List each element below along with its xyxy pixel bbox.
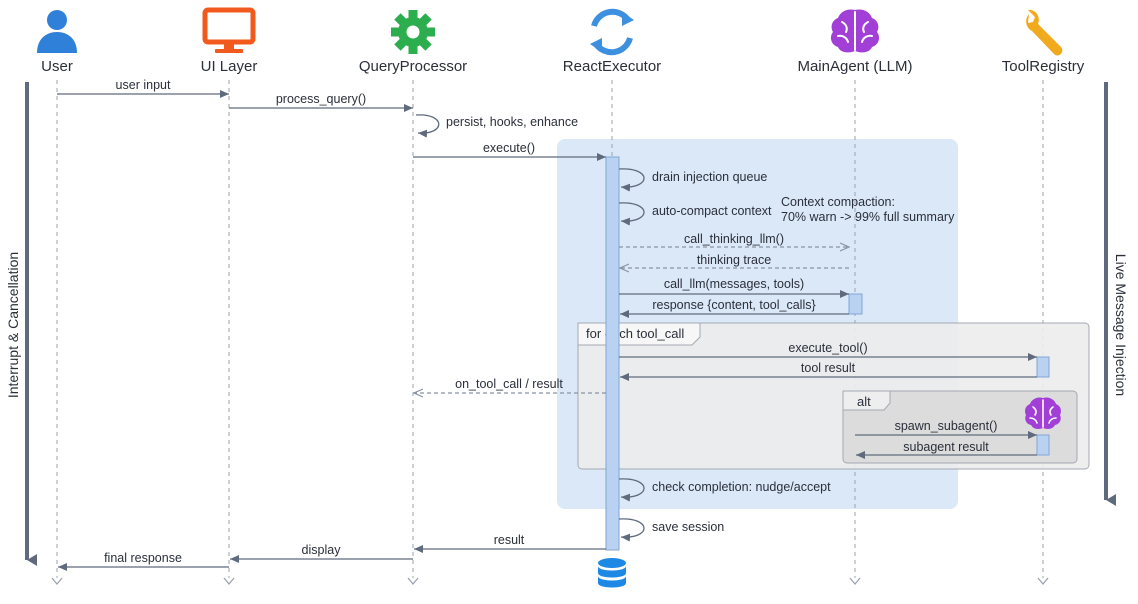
alt-frame: alt [842,390,1078,464]
message-execute-tool: execute_tool() [619,341,1037,361]
subagent-brain-icon [1025,397,1061,429]
database-icon [598,558,626,588]
message-response: response {content, tool_calls} [620,298,849,318]
message-on-tool-call: on_tool_call / result [414,377,606,393]
chevron-down-icon [1037,577,1049,586]
interrupt-cancellation-label: Interrupt & Cancellation [5,252,21,398]
message-spawn-subagent: spawn_subagent() [855,419,1037,439]
chevron-down-icon [849,577,861,586]
message-final-response: final response [58,551,229,571]
svg-text:user input: user input [116,78,171,92]
chevron-down-icon [51,577,63,586]
lifeline-end-chevrons [51,577,1049,586]
message-user-input: user input [57,78,229,98]
svg-text:save session: save session [652,520,724,534]
brain-icon [830,9,880,53]
participant-ui-layer: UI Layer [201,58,258,75]
activation-main-agent [848,293,863,315]
svg-text:auto-compact context: auto-compact context [652,204,772,218]
svg-text:persist, hooks, enhance: persist, hooks, enhance [446,115,578,129]
refresh-icon [590,8,634,56]
gear-icon [391,10,435,54]
svg-text:call_llm(messages, tools): call_llm(messages, tools) [664,277,804,291]
svg-text:result: result [494,533,525,547]
svg-text:on_tool_call / result: on_tool_call / result [455,377,563,391]
svg-text:check completion: nudge/accept: check completion: nudge/accept [652,480,831,494]
message-compact-self: auto-compact context [618,202,772,226]
svg-text:drain injection queue: drain injection queue [652,170,767,184]
monitor-icon [202,7,256,53]
message-save-session-self: save session [618,518,724,542]
loop-frame-label: for each tool_call [586,326,684,341]
chevron-down-icon [223,577,235,586]
live-message-injection-label: Live Message Injection [1113,254,1129,396]
wrench-icon [1026,9,1063,56]
user-icon [37,10,77,53]
message-process-query: process_query() [229,92,413,112]
participant-user: User [41,58,73,75]
participant-main-agent: MainAgent (LLM) [797,58,912,75]
message-tool-result: tool result [620,361,1037,381]
participant-tool-registry: ToolRegistry [1002,58,1085,75]
message-result: result [414,533,606,553]
svg-text:spawn_subagent(): spawn_subagent() [895,419,998,433]
svg-text:execute_tool(): execute_tool() [788,341,867,355]
message-persist-self: persist, hooks, enhance [415,114,578,138]
svg-text:execute(): execute() [483,141,535,155]
message-execute: execute() [413,141,606,161]
svg-text:tool result: tool result [801,361,856,375]
svg-text:thinking trace: thinking trace [697,253,771,267]
svg-text:process_query(): process_query() [276,92,366,106]
message-call-llm: call_llm(messages, tools) [619,277,849,298]
activation-subagent [1036,434,1050,456]
svg-text:final response: final response [104,551,182,565]
compaction-note-line2: 70% warn -> 99% full summary [781,210,955,224]
svg-text:call_thinking_llm(): call_thinking_llm() [684,232,784,246]
alt-frame-label: alt [857,394,871,409]
participant-react-executor: ReactExecutor [563,58,661,75]
svg-text:subagent result: subagent result [903,440,989,454]
message-subagent-result: subagent result [856,440,1037,459]
message-check-completion-self: check completion: nudge/accept [618,478,831,502]
message-thinking-trace: thinking trace [620,253,849,268]
message-display: display [230,543,413,563]
message-drain-self: drain injection queue [618,168,767,192]
activation-tool-registry [1036,356,1050,378]
svg-text:display: display [302,543,342,557]
activation-react-executor [605,156,620,551]
svg-text:response {content, tool_calls}: response {content, tool_calls} [652,298,815,312]
chevron-down-icon [407,577,419,586]
message-call-thinking-llm: call_thinking_llm() [619,232,849,247]
compaction-note-line1: Context compaction: [781,195,895,209]
participant-query-processor: QueryProcessor [359,58,467,75]
